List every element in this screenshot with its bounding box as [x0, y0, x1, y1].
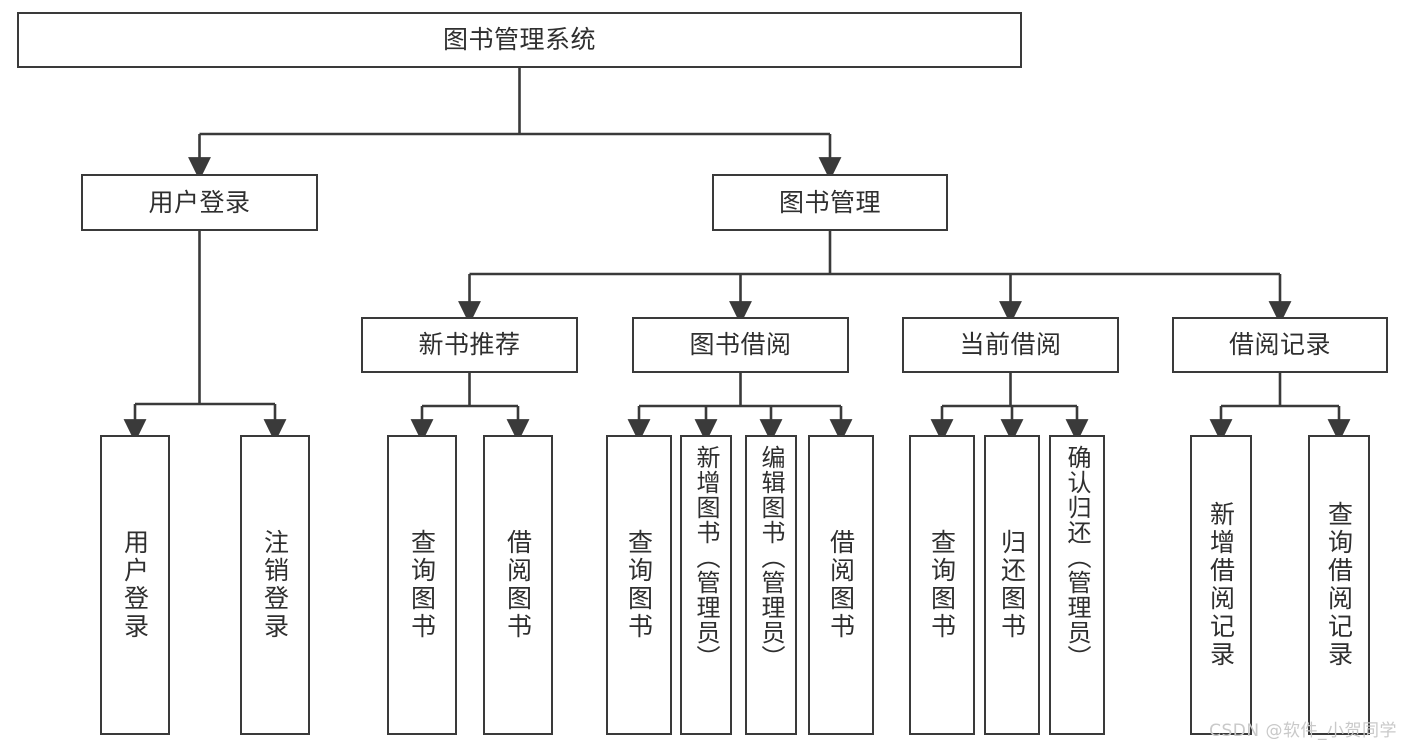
leaf-borrow-add-label: 新增图书（管理员）: [692, 445, 720, 670]
node-root[interactable]: 图书管理系统: [17, 12, 1022, 68]
node-book-manage-label: 图书管理: [778, 187, 881, 217]
leaf-borrow-do[interactable]: 借阅图书: [808, 435, 874, 735]
leaf-record-add[interactable]: 新增借阅记录: [1190, 435, 1252, 735]
leaf-cur-query-label: 查询图书: [927, 529, 957, 641]
leaf-cur-confirm-label: 确认归还（管理员）: [1063, 445, 1091, 670]
leaf-user-logout[interactable]: 注销登录: [240, 435, 310, 735]
node-new-book-rec[interactable]: 新书推荐: [361, 317, 578, 373]
leaf-cur-return[interactable]: 归还图书: [984, 435, 1040, 735]
node-new-book-rec-label: 新书推荐: [418, 330, 521, 360]
leaf-record-query[interactable]: 查询借阅记录: [1308, 435, 1370, 735]
leaf-cur-query[interactable]: 查询图书: [909, 435, 975, 735]
leaf-borrow-edit[interactable]: 编辑图书（管理员）: [745, 435, 797, 735]
leaf-borrow-query[interactable]: 查询图书: [606, 435, 672, 735]
leaf-user-logout-label: 注销登录: [260, 529, 290, 641]
leaf-borrow-edit-label: 编辑图书（管理员）: [757, 445, 785, 670]
leaf-borrow-add[interactable]: 新增图书（管理员）: [680, 435, 732, 735]
node-borrow-record[interactable]: 借阅记录: [1172, 317, 1388, 373]
node-current-borrow[interactable]: 当前借阅: [902, 317, 1119, 373]
leaf-rec-query-label: 查询图书: [407, 529, 437, 641]
node-book-manage[interactable]: 图书管理: [712, 174, 948, 231]
node-book-borrow[interactable]: 图书借阅: [632, 317, 849, 373]
node-book-borrow-label: 图书借阅: [689, 330, 792, 360]
leaf-user-login[interactable]: 用户登录: [100, 435, 170, 735]
leaf-borrow-do-label: 借阅图书: [826, 529, 856, 641]
leaf-borrow-query-label: 查询图书: [624, 529, 654, 641]
node-root-label: 图书管理系统: [442, 25, 596, 55]
node-user-login-label: 用户登录: [148, 187, 251, 217]
csdn-watermark: CSDN @软件_小贺同学: [1209, 721, 1397, 741]
leaf-record-query-label: 查询借阅记录: [1324, 501, 1354, 669]
node-current-borrow-label: 当前借阅: [959, 330, 1062, 360]
node-borrow-record-label: 借阅记录: [1228, 330, 1331, 360]
leaf-cur-confirm[interactable]: 确认归还（管理员）: [1049, 435, 1105, 735]
leaf-user-login-label: 用户登录: [120, 529, 150, 641]
leaf-cur-return-label: 归还图书: [997, 529, 1027, 641]
leaf-rec-borrow-label: 借阅图书: [503, 529, 533, 641]
leaf-rec-borrow[interactable]: 借阅图书: [483, 435, 553, 735]
leaf-record-add-label: 新增借阅记录: [1206, 501, 1236, 669]
node-user-login[interactable]: 用户登录: [81, 174, 318, 231]
leaf-rec-query[interactable]: 查询图书: [387, 435, 457, 735]
